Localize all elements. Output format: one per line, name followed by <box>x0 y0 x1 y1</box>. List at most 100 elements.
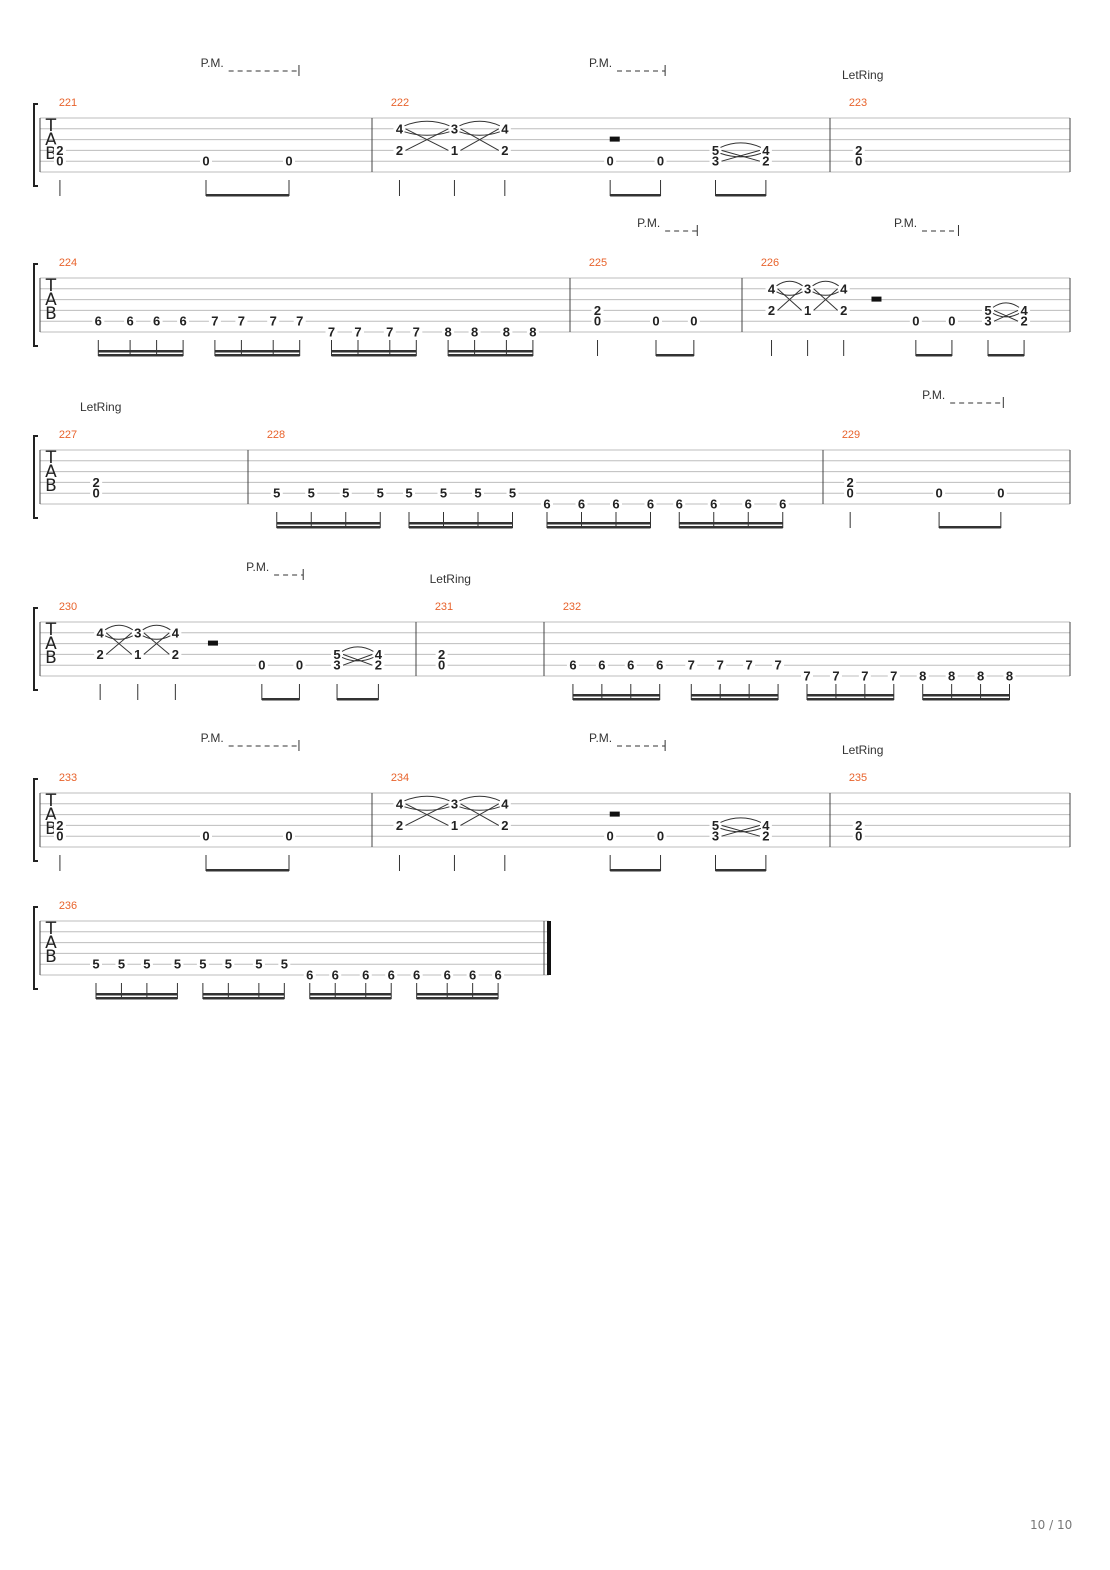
fret-mask <box>441 969 454 981</box>
tie-arc <box>812 280 839 287</box>
fret-mask <box>270 487 283 500</box>
fret-number: 8 <box>1006 669 1013 684</box>
tab-clef-letter: B <box>45 947 57 967</box>
half-rest <box>609 136 620 142</box>
fret-number: 0 <box>594 314 601 329</box>
measure-number: 223 <box>849 97 867 109</box>
fret-mask <box>94 626 107 639</box>
fret-number: 5 <box>377 486 384 501</box>
tab-clef-letter: A <box>45 933 57 953</box>
fret-mask <box>765 304 778 317</box>
fret-number: 0 <box>285 829 292 844</box>
slide-line <box>342 653 373 666</box>
fret-number: 5 <box>255 957 262 972</box>
beam-secondary <box>98 350 184 353</box>
fret-mask <box>437 487 450 500</box>
fret-number: 7 <box>296 314 303 329</box>
fret-mask <box>654 155 667 168</box>
tab-clef-letter: T <box>45 791 57 811</box>
palm-mute-label: P.M. <box>922 388 945 402</box>
fret-number: 6 <box>362 968 369 983</box>
fret-number: 2 <box>855 143 862 158</box>
let-ring-label: LetRing <box>430 572 471 586</box>
fret-number: 6 <box>656 658 663 673</box>
tab-clef-letter: A <box>45 290 57 310</box>
measure-number: 235 <box>849 772 867 784</box>
fret-mask <box>131 648 144 661</box>
beam <box>448 354 533 357</box>
tab-clef-letter: B <box>45 819 57 839</box>
fret-number: 0 <box>912 314 919 329</box>
slide-line <box>721 824 761 837</box>
beam <box>715 194 766 197</box>
palm-mute-label: P.M. <box>589 56 612 70</box>
fret-number: 6 <box>469 968 476 983</box>
palm-mute-label: P.M. <box>894 216 917 230</box>
tie-arc <box>812 291 839 296</box>
fret-mask <box>435 659 448 672</box>
fret-mask <box>200 830 212 843</box>
fret-number: 2 <box>501 143 508 158</box>
fret-mask <box>329 969 342 981</box>
fret-number: 5 <box>440 486 447 501</box>
slide-line <box>105 632 133 655</box>
beam <box>202 997 285 1000</box>
fret-mask <box>115 958 128 971</box>
let-ring-label: LetRing <box>842 68 883 82</box>
fret-mask <box>468 326 481 338</box>
beam-secondary <box>416 993 499 996</box>
page-number: 10 / 10 <box>1030 1518 1073 1532</box>
fret-mask <box>945 670 958 682</box>
tie-arc <box>404 795 450 802</box>
fret-number: 0 <box>56 154 63 169</box>
fret-number: 3 <box>984 314 991 329</box>
fret-mask <box>650 315 662 328</box>
fret-number: 4 <box>1020 303 1028 318</box>
beam-secondary <box>309 993 392 996</box>
fret-mask <box>252 958 265 971</box>
fret-mask <box>92 315 105 328</box>
fret-mask <box>974 670 987 682</box>
fret-mask <box>466 969 479 981</box>
fret-mask <box>982 315 994 328</box>
fret-number: 1 <box>451 818 458 833</box>
fret-number: 6 <box>413 968 420 983</box>
fret-number: 0 <box>93 486 100 501</box>
fret-number: 6 <box>710 497 717 512</box>
fret-mask <box>53 830 66 843</box>
beam <box>547 526 651 529</box>
fret-number: 5 <box>273 486 280 501</box>
fret-mask <box>385 969 398 981</box>
fret-number: 0 <box>657 154 664 169</box>
system-bracket <box>33 778 38 862</box>
tie-arc <box>341 646 374 652</box>
fret-mask <box>714 659 727 672</box>
fret-mask <box>305 487 318 500</box>
fret-number: 2 <box>97 647 104 662</box>
fret-number: 5 <box>474 486 481 501</box>
fret-number: 4 <box>501 121 509 136</box>
fret-number: 1 <box>134 647 141 662</box>
fret-number: 2 <box>93 475 100 490</box>
fret-mask <box>372 659 385 672</box>
fret-mask <box>131 626 144 639</box>
tie-arc <box>459 120 501 127</box>
beam <box>656 354 694 357</box>
fret-number: 3 <box>451 796 458 811</box>
fret-mask <box>448 819 461 832</box>
tab-clef-letter: A <box>45 462 57 482</box>
fret-number: 8 <box>919 669 926 684</box>
fret-mask <box>89 958 102 971</box>
measure-number: 222 <box>391 97 409 109</box>
fret-number: 5 <box>92 957 99 972</box>
fret-mask <box>709 830 722 843</box>
final-barline-thick <box>547 921 551 975</box>
slide-line <box>460 803 500 826</box>
tab-clef-letter: T <box>45 276 57 296</box>
fret-mask <box>644 498 657 510</box>
